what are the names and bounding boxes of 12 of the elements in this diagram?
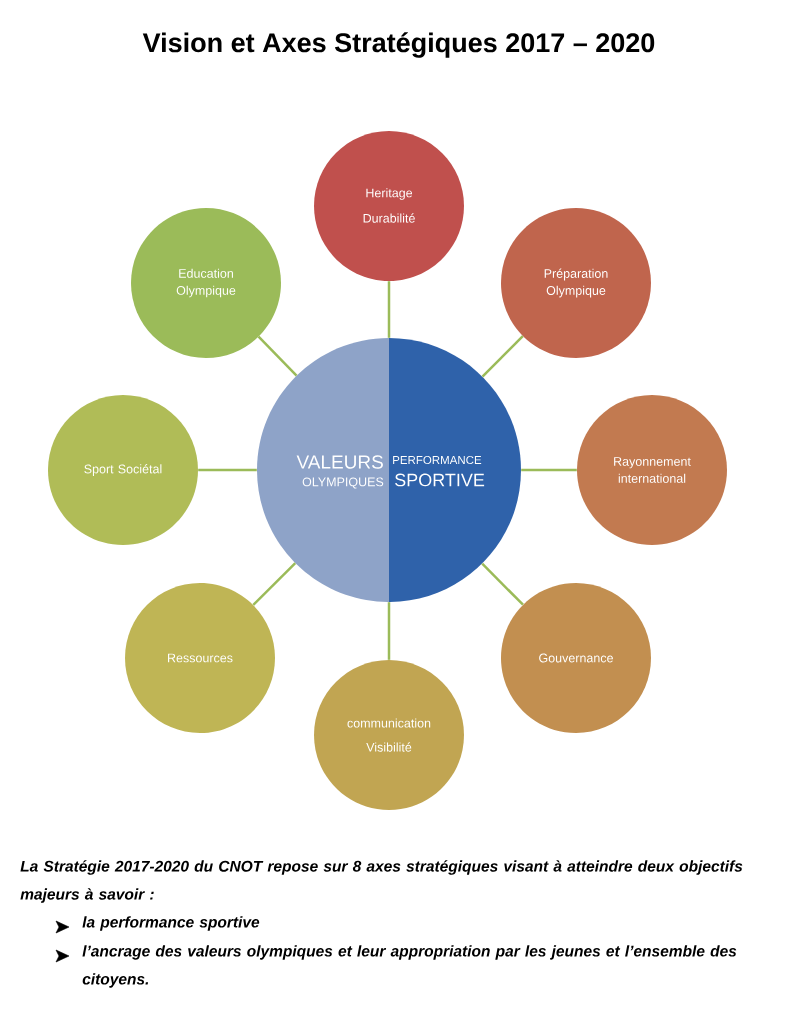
connector-line xyxy=(257,335,298,377)
connector-line xyxy=(252,562,297,606)
bullet-text: l’ancrage des valeurs olympiques et leur appropriation par les jeunes et l’ensemble des citoyens. xyxy=(82,945,737,988)
title: Vision et Axes Stratégiques 2017 – 2020 xyxy=(142,32,655,58)
connector-line xyxy=(198,468,257,472)
connector-line xyxy=(481,335,524,378)
connector-line xyxy=(521,468,577,472)
connector-line xyxy=(387,281,391,338)
paragraph: La Stratégie 2017-2020 du CNOT repose sur 8 axes stratégiques visant à atteindre deux objectifs majeurs à savoir : xyxy=(20,860,743,903)
connector-line xyxy=(387,602,391,660)
connector-line xyxy=(481,562,524,606)
bullet-text: la performance sportive xyxy=(82,916,260,931)
